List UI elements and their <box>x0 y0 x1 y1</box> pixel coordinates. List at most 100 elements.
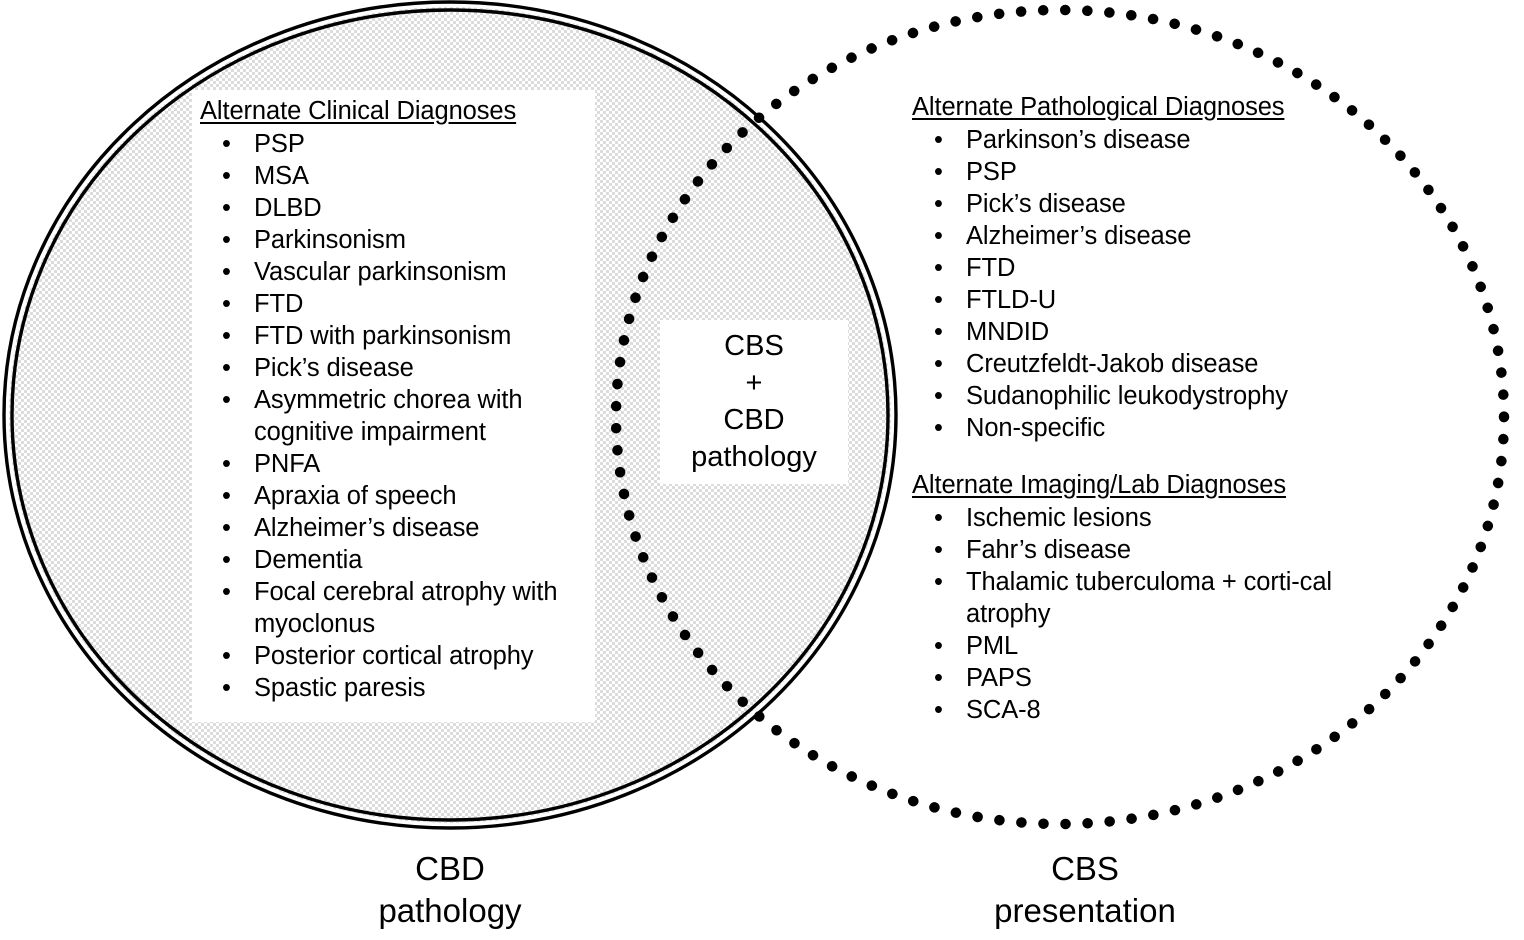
bullet-icon: • <box>934 254 943 282</box>
list-item: • Sudanophilic leukodystrophy <box>912 380 1342 412</box>
list-item: •Vascular parkinsonism <box>200 256 595 288</box>
list-item-label: Vascular parkinsonism <box>254 258 507 286</box>
list-item: •Parkinson’s disease <box>912 124 1342 156</box>
bullet-icon: • <box>934 350 943 378</box>
list-item: • Non-specific <box>912 412 1342 444</box>
bullet-icon: • <box>222 482 231 510</box>
bullet-icon: • <box>222 226 231 254</box>
right-set-ellipse-dotted-stroke <box>610 4 1510 830</box>
bullet-icon: • <box>934 190 943 218</box>
list-item: •Dementia <box>200 544 595 576</box>
bullet-icon: • <box>222 130 231 158</box>
bullet-icon: • <box>222 642 231 670</box>
list-item: • Focal cerebral atrophy with myoclonus <box>200 576 595 640</box>
list-item-label: FTD <box>966 254 1016 282</box>
list-item-label: Parkinsonism <box>254 226 406 254</box>
list-item: •Apraxia of speech <box>200 480 595 512</box>
intersection-line-2: + <box>745 367 763 399</box>
list-item-label: Alzheimer’s disease <box>254 514 480 542</box>
bullet-icon: • <box>934 382 943 410</box>
list-item-label: Asymmetric chorea with cognitive impairm… <box>254 386 523 446</box>
list-item: • Fahr’s disease <box>912 534 1342 566</box>
list-item-label: Focal cerebral atrophy with myoclonus <box>254 578 558 638</box>
list-item: • MSA <box>200 160 595 192</box>
left-set-ellipse-outer-stroke <box>2 0 898 830</box>
list-item: • MNDID <box>912 316 1342 348</box>
alternate-clinical-diagnoses-panel: Alternate Clinical Diagnoses •PSP • MSA •… <box>192 90 595 722</box>
bullet-icon: • <box>222 578 231 606</box>
alternate-clinical-diagnoses-list: •PSP •MSA •DLBD •Parkinsonism •Vascular … <box>200 128 595 704</box>
list-item-label: Non-specific <box>966 414 1106 442</box>
alternate-pathological-diagnoses-list: •Parkinson’s disease • PSP • Pick’s diseas… <box>912 124 1342 444</box>
bullet-icon: • <box>222 354 231 382</box>
right-diagnoses-panel: Alternate Pathological Diagnoses •Parkin… <box>912 92 1342 742</box>
bullet-icon: • <box>222 546 231 574</box>
alternate-imaging-lab-diagnoses-list: •Ischemic lesions •Fahr’s disease •Thala… <box>912 502 1342 726</box>
bullet-icon: • <box>934 318 943 346</box>
bullet-icon: • <box>934 664 943 692</box>
intersection-label-panel: CBS + CBD pathology <box>660 320 848 484</box>
bullet-icon: • <box>222 162 231 190</box>
left-set-caption-line2: pathology <box>378 892 522 929</box>
intersection-line-3: CBD <box>723 404 785 436</box>
bullet-icon: • <box>934 696 943 724</box>
list-item: • Thalamic tuberculoma + corti-cal atroph… <box>912 566 1342 630</box>
list-item: • PAPS <box>912 662 1342 694</box>
list-item-label: Ischemic lesions <box>966 504 1152 532</box>
bullet-icon: • <box>222 194 231 222</box>
list-item-label: SCA-8 <box>966 696 1041 724</box>
list-item: •PSP <box>200 128 595 160</box>
list-item-label: Posterior cortical atrophy <box>254 642 534 670</box>
right-set-caption-line2: presentation <box>994 892 1176 929</box>
bullet-icon: • <box>222 386 231 414</box>
list-item: • PNFA <box>200 448 595 480</box>
list-item-label: Pick’s disease <box>966 190 1126 218</box>
list-item-label: FTD <box>254 290 304 318</box>
list-item: • Alzheimer’s disease <box>200 512 595 544</box>
list-item-label: MSA <box>254 162 309 190</box>
list-item: • Asymmetric chorea with cognitive impair… <box>200 384 595 448</box>
list-item: • Posterior cortical atrophy <box>200 640 595 672</box>
list-item: • Pick’s disease <box>912 188 1342 220</box>
bullet-icon: • <box>934 414 943 442</box>
list-item: •Spastic paresis <box>200 672 595 704</box>
bullet-icon: • <box>934 158 943 186</box>
list-item: •Ischemic lesions <box>912 502 1342 534</box>
bullet-icon: • <box>934 536 943 564</box>
alternate-imaging-lab-diagnoses-heading: Alternate Imaging/Lab Diagnoses <box>912 471 1286 499</box>
list-item: • Alzheimer’s disease <box>912 220 1342 252</box>
left-panel-heading: Alternate Clinical Diagnoses <box>200 97 517 125</box>
list-item-label: FTLD-U <box>966 286 1057 314</box>
bullet-icon: • <box>934 632 943 660</box>
bullet-icon: • <box>934 126 943 154</box>
list-item-label: MNDID <box>966 318 1050 346</box>
bullet-icon: • <box>934 222 943 250</box>
list-item-label: Alzheimer’s disease <box>966 222 1192 250</box>
list-item-label: Thalamic tuberculoma + corti-cal atrophy <box>966 568 1332 628</box>
list-item: • PML <box>912 630 1342 662</box>
list-item-label: Creutzfeldt-Jakob disease <box>966 350 1259 378</box>
list-item: •FTD with parkinsonism <box>200 320 595 352</box>
list-item-label: FTD with parkinsonism <box>254 322 512 350</box>
bullet-icon: • <box>222 290 231 318</box>
bullet-icon: • <box>222 514 231 542</box>
list-item: •FTLD-U <box>912 284 1342 316</box>
list-item: • DLBD <box>200 192 595 224</box>
right-set-caption: CBS presentation <box>895 848 1275 932</box>
intersection-line-1: CBS <box>724 330 784 362</box>
list-item: • FTD <box>912 252 1342 284</box>
bullet-icon: • <box>934 568 943 596</box>
list-item-label: PAPS <box>966 664 1032 692</box>
list-item: •Pick’s disease <box>200 352 595 384</box>
list-item: • PSP <box>912 156 1342 188</box>
list-item-label: PNFA <box>254 450 321 478</box>
list-item-label: DLBD <box>254 194 322 222</box>
bullet-icon: • <box>222 450 231 478</box>
list-item-label: PML <box>966 632 1019 660</box>
list-item-label: Fahr’s disease <box>966 536 1131 564</box>
list-item: • FTD <box>200 288 595 320</box>
list-item-label: Spastic paresis <box>254 674 426 702</box>
list-item-label: Sudanophilic leukodystrophy <box>966 382 1288 410</box>
list-item-label: PSP <box>966 158 1017 186</box>
